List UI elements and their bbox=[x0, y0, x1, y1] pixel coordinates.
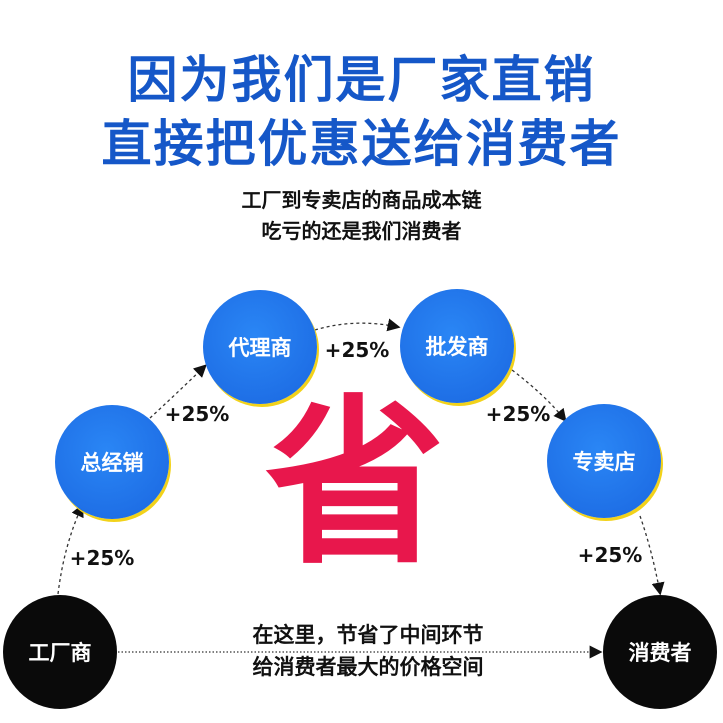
markup-label-1: +25% bbox=[69, 546, 135, 570]
bottom-text-line-2: 给消费者最大的价格空间 bbox=[252, 655, 484, 679]
subtitle-line-1: 工厂到专卖店的商品成本链 bbox=[241, 188, 482, 212]
node-wholesaler: 批发商 bbox=[400, 289, 514, 403]
markup-label-4: +25% bbox=[485, 402, 551, 426]
markup-label-3: +25% bbox=[324, 338, 390, 362]
node-agent: 代理商 bbox=[203, 290, 317, 404]
node-store: 专卖店 bbox=[547, 404, 661, 518]
arrow-wholesaler-to-store bbox=[511, 369, 567, 423]
subtitle-line-2: 吃亏的还是我们消费者 bbox=[261, 219, 462, 243]
arrow-store-to-consumer bbox=[639, 515, 665, 596]
node-factory: 工厂商 bbox=[3, 595, 117, 709]
headline-line-2: 直接把优惠送给消费者 bbox=[101, 115, 622, 173]
markup-label-5: +25% bbox=[577, 543, 643, 567]
markup-label-2: +25% bbox=[164, 402, 230, 426]
arrow-agent-to-wholesaler bbox=[314, 318, 401, 332]
save-character: 省 bbox=[265, 380, 446, 589]
node-general-distributor: 总经销 bbox=[55, 405, 169, 519]
arrow-general-to-agent bbox=[149, 364, 207, 419]
bottom-text-line-1: 在这里，节省了中间环节 bbox=[252, 623, 484, 647]
node-consumer: 消费者 bbox=[603, 595, 717, 709]
headline-line-1: 因为我们是厂家直销 bbox=[127, 51, 596, 109]
